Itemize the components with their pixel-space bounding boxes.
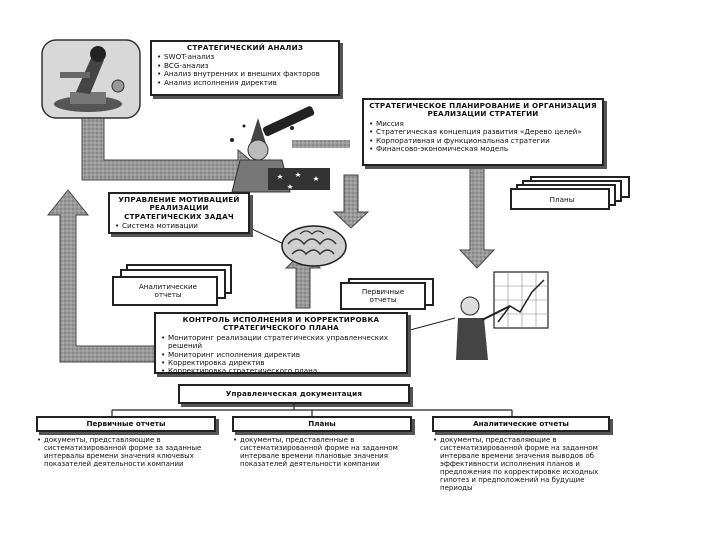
analysis-title: СТРАТЕГИЧЕСКИЙ АНАЛИЗ	[186, 43, 304, 52]
primary-reports-label: Первичные отчеты	[361, 287, 405, 305]
control-box: КОНТРОЛЬ ИСПОЛНЕНИЯ И КОРРЕКТИРОВКА СТРА…	[154, 312, 408, 377]
control-item: Корректировка директив	[161, 358, 402, 368]
brain-icon	[281, 225, 347, 267]
motivation-list: Система мотивации	[114, 221, 244, 231]
analysis-item: Анализ исполнения директив	[157, 78, 334, 88]
motivation-title: УПРАВЛЕНИЕ МОТИВАЦИЕЙ РЕАЛИЗАЦИИ СТРАТЕГ…	[118, 195, 240, 221]
planning-to-center-arrow	[292, 140, 350, 148]
planning-item: Финансово-экономическая модель	[369, 144, 598, 154]
control-list: Мониторинг реализации стратегических упр…	[160, 333, 402, 377]
doc-column-list: документы, представляющие в систематизир…	[36, 436, 216, 468]
doc-column-primary: Первичные отчеты документы, представляющ…	[36, 416, 216, 468]
analysis-item: BCG-анализ	[157, 61, 334, 71]
plans-stack-front: Планы	[510, 188, 610, 210]
primary-reports-front: Первичные отчеты	[340, 282, 426, 310]
analytic-reports-label: Аналитические отчеты	[138, 282, 198, 300]
doc-column-text: документы, представляющие в систематизир…	[37, 436, 216, 468]
primary-reports-stack: Первичные отчеты	[340, 278, 438, 312]
planning-item: Миссия	[369, 119, 598, 129]
doc-column-text: документы, представляющие в систематизир…	[433, 436, 610, 492]
plans-stack: Планы	[510, 176, 630, 212]
doc-column-text: документы, представленные в систематизир…	[233, 436, 412, 468]
astronomer-icon	[230, 106, 330, 193]
planning-item: Корпоративная и функциональная стратегии	[369, 136, 598, 146]
control-title: КОНТРОЛЬ ИСПОЛНЕНИЯ И КОРРЕКТИРОВКА СТРА…	[182, 315, 380, 333]
documentation-title: Управленческая документация	[225, 389, 363, 398]
analytic-reports-stack: Аналитические отчеты	[112, 264, 238, 310]
center-down-arrow	[332, 174, 370, 229]
strategic-analysis-box: СТРАТЕГИЧЕСКИЙ АНАЛИЗ SWOT-анализ BCG-ан…	[150, 40, 340, 96]
doc-column-analytic: Аналитические отчеты документы, представ…	[432, 416, 610, 492]
analysis-list: SWOT-анализ BCG-анализ Анализ внутренних…	[156, 52, 334, 88]
doc-column-list: документы, представляющие в систематизир…	[432, 436, 610, 492]
doc-column-head: Планы	[232, 416, 412, 432]
doc-column-plans: Планы документы, представленные в систем…	[232, 416, 412, 468]
doc-column-head: Первичные отчеты	[36, 416, 216, 432]
planning-item: Стратегическая концепция развития «Дерев…	[369, 127, 598, 137]
motivation-item: Система мотивации	[115, 221, 244, 231]
control-item: Корректировка стратегического плана	[161, 367, 402, 377]
plans-stack-label: Планы	[549, 195, 575, 204]
doc-column-head: Аналитические отчеты	[432, 416, 610, 432]
microscope-icon	[41, 39, 141, 119]
motivation-box: УПРАВЛЕНИЕ МОТИВАЦИЕЙ РЕАЛИЗАЦИИ СТРАТЕГ…	[108, 192, 250, 234]
control-item: Мониторинг исполнения директив	[161, 350, 402, 360]
analysis-item: SWOT-анализ	[157, 52, 334, 62]
planning-list: Миссия Стратегическая концепция развития…	[368, 119, 598, 154]
control-item: Мониторинг реализации стратегических упр…	[161, 333, 402, 351]
analysis-item: Анализ внутренних и внешних факторов	[157, 69, 334, 79]
doc-column-list: документы, представленные в систематизир…	[232, 436, 412, 468]
analytic-reports-front: Аналитические отчеты	[112, 276, 218, 306]
presenter-icon	[456, 271, 549, 360]
planning-title: СТРАТЕГИЧЕСКОЕ ПЛАНИРОВАНИЕ И ОРГАНИЗАЦИ…	[369, 101, 597, 119]
strategic-planning-box: СТРАТЕГИЧЕСКОЕ ПЛАНИРОВАНИЕ И ОРГАНИЗАЦИ…	[362, 98, 604, 166]
right-down-arrow	[458, 159, 496, 269]
documentation-title-box: Управленческая документация	[178, 384, 410, 404]
